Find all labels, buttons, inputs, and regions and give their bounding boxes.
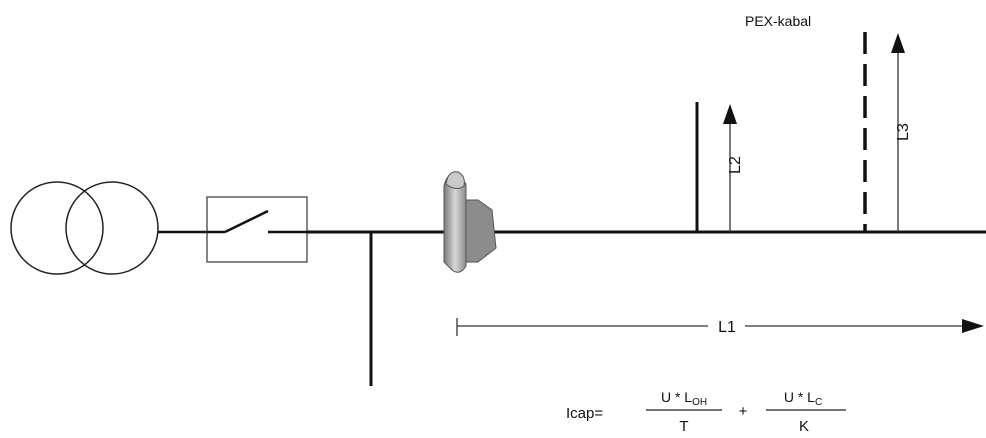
formula-term1-numerator: U * LOH bbox=[661, 389, 707, 408]
formula-term2-numerator: U * LC bbox=[784, 389, 822, 408]
sensor-cap bbox=[445, 171, 465, 190]
formula-lhs: Icap= bbox=[566, 405, 603, 422]
l1-arrow-head bbox=[962, 319, 984, 333]
current-sensor-device bbox=[443, 171, 497, 273]
formula-term1-denominator: T bbox=[679, 418, 688, 435]
formula-plus: + bbox=[739, 403, 748, 420]
breaker-blade bbox=[224, 209, 269, 234]
transformer-winding-left bbox=[10, 181, 104, 275]
pex-cable-label: PEX-kabal bbox=[745, 13, 811, 29]
l2-arrow-head bbox=[723, 104, 737, 124]
capacitive-current-formula: Icap= U * LOH T + U * LC K bbox=[566, 389, 846, 435]
l3-label: L3 bbox=[895, 123, 912, 141]
circuit-breaker-symbol bbox=[206, 196, 308, 263]
breaker-box bbox=[206, 196, 308, 263]
l2-label: L2 bbox=[727, 156, 744, 174]
formula-term2-denominator: K bbox=[799, 418, 809, 435]
l1-label: L1 bbox=[718, 319, 736, 336]
transformer-winding-right bbox=[65, 181, 159, 275]
transformer-symbol bbox=[10, 181, 159, 275]
l3-arrow-head bbox=[891, 33, 905, 53]
